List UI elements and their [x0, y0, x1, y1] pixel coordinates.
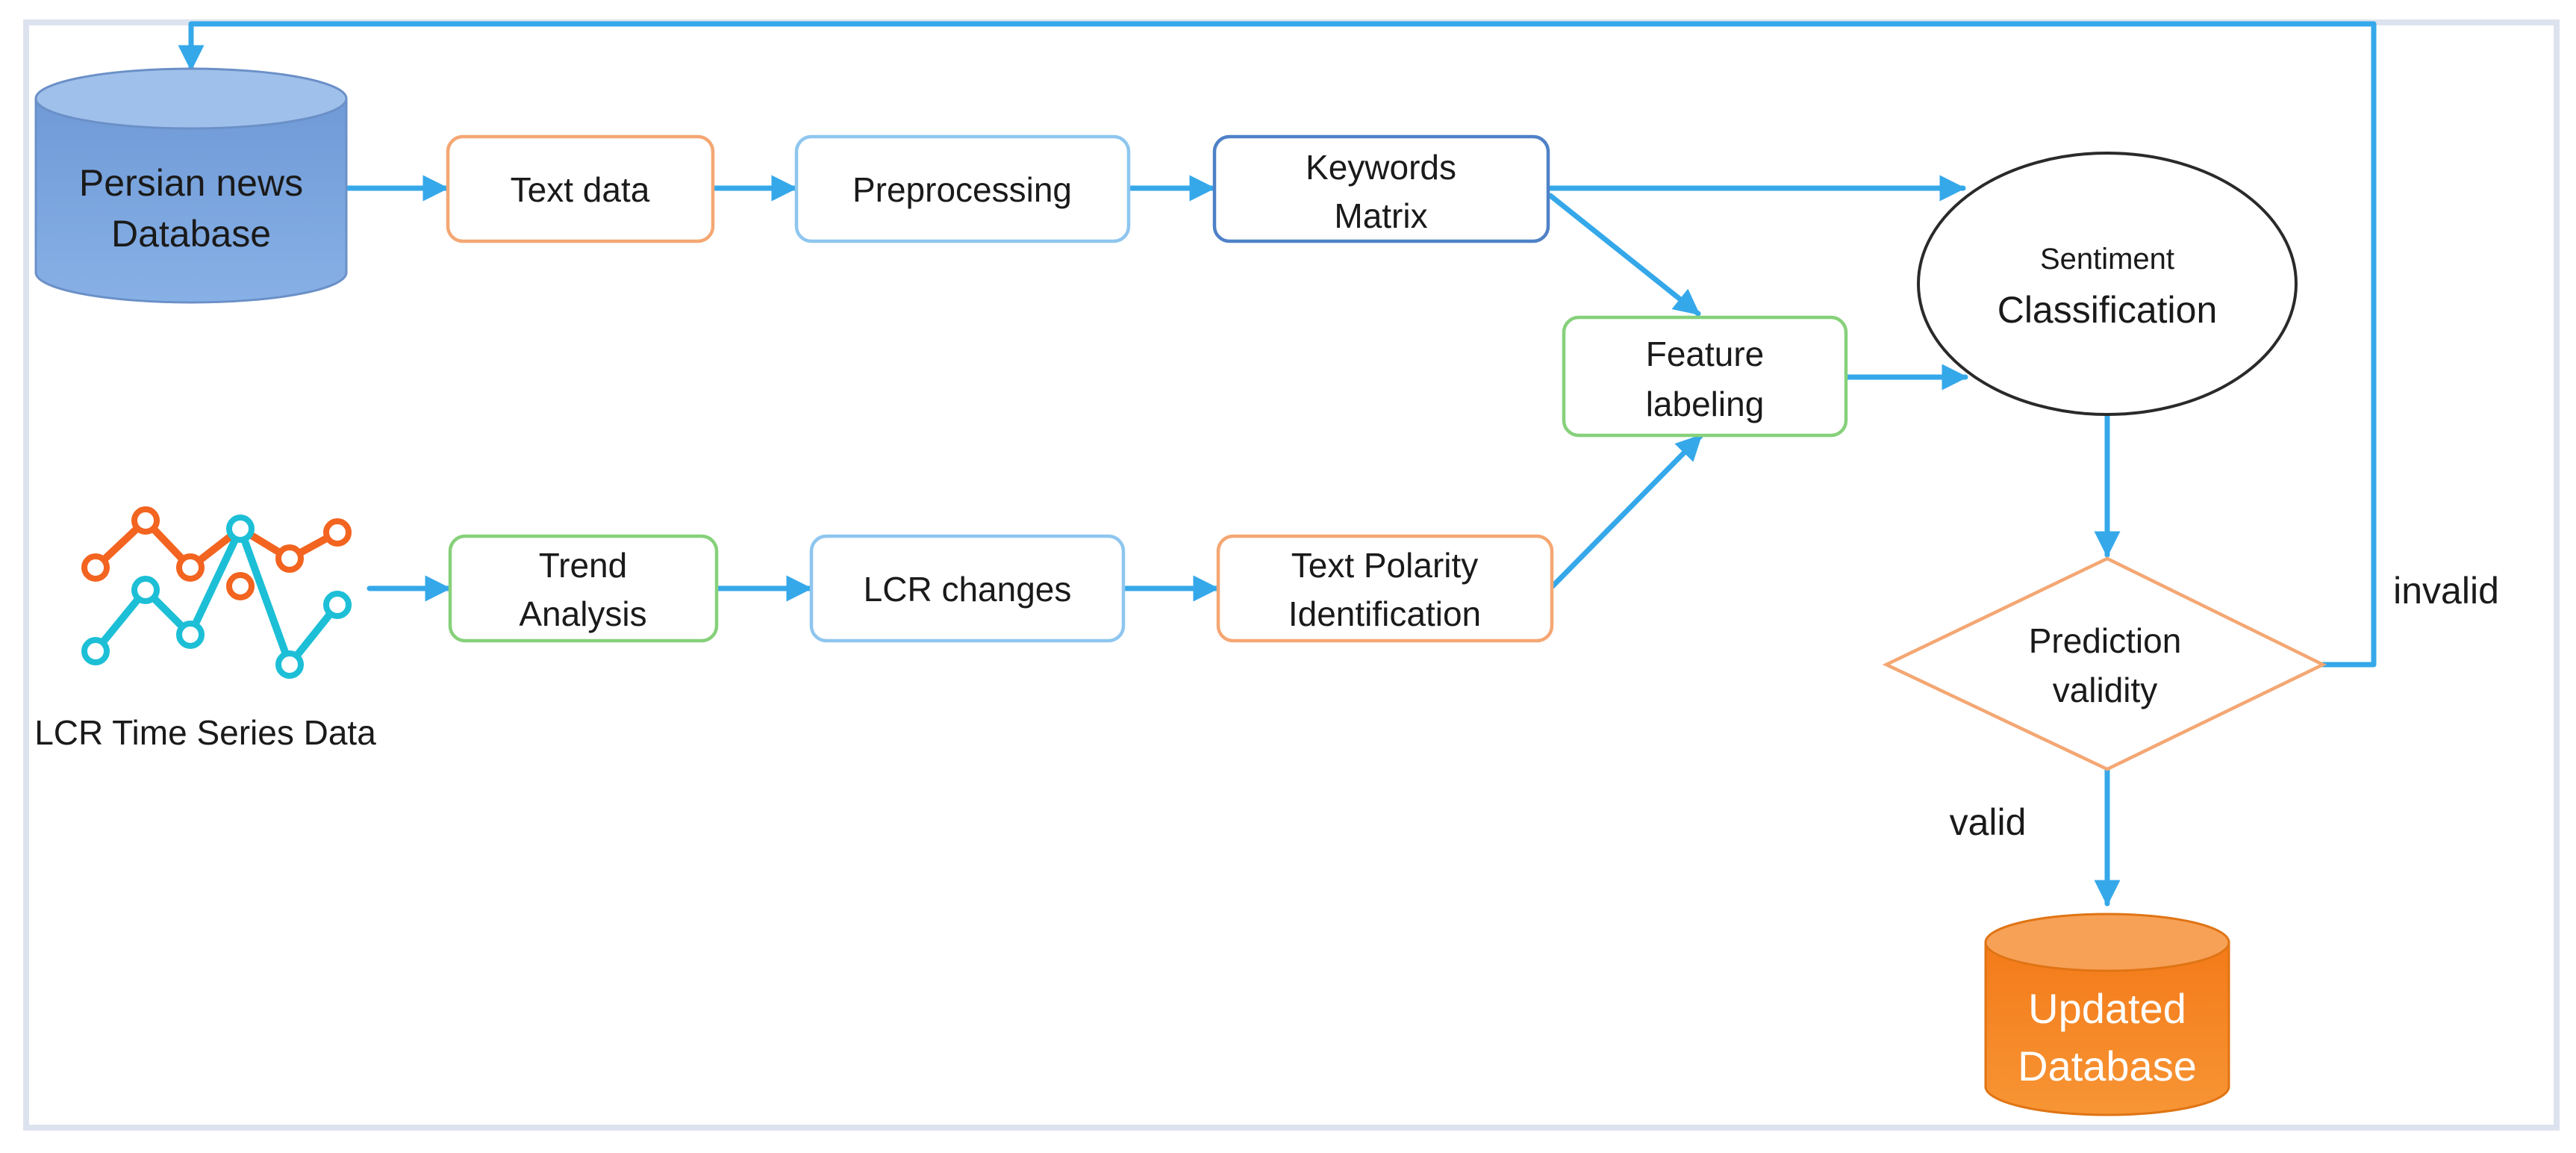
edge-label-valid: valid — [1950, 801, 2027, 843]
chart-point — [176, 553, 205, 582]
updated-database: Updated Database — [1984, 913, 2230, 1116]
chart-point — [226, 515, 255, 543]
chart-point — [81, 637, 110, 665]
feature-labeling-box — [1562, 315, 1848, 438]
trend-analysis-node: Trend Analysis — [448, 534, 719, 643]
persian-db-line1: Persian news — [79, 162, 303, 204]
trend-analysis-line2: Analysis — [519, 594, 646, 633]
text-data-box — [446, 134, 715, 243]
edges — [178, 21, 2377, 907]
preprocessing-node: Preprocessing — [794, 134, 1131, 243]
keywords-matrix-line2: Matrix — [1334, 196, 1427, 235]
text-polarity-box — [1216, 534, 1554, 643]
lcr-series-label: LCR Time Series Data — [34, 713, 376, 752]
trend-analysis-line1: Trend — [539, 546, 627, 585]
preprocessing-box — [794, 134, 1131, 243]
chart-point — [323, 591, 352, 619]
sentiment-classification-node: Sentiment Classification — [1917, 152, 2298, 416]
text-polarity-line2: Identification — [1288, 594, 1481, 633]
prediction-validity-diamond — [1882, 556, 2327, 771]
feature-labeling-line1: Feature — [1646, 335, 1765, 373]
updated-db-body — [1984, 941, 2230, 1116]
feature-labeling-line2: labeling — [1646, 385, 1765, 423]
chart-point — [275, 650, 304, 679]
sentiment-line2: Classification — [1998, 289, 2218, 331]
database-body — [34, 97, 348, 304]
prediction-validity-line1: Prediction — [2029, 621, 2182, 660]
chart-point — [131, 506, 160, 535]
sentiment-ellipse — [1917, 152, 2298, 416]
keywords-matrix-box — [1212, 134, 1550, 243]
chart-point — [81, 553, 110, 582]
updated-db-top — [1984, 913, 2230, 972]
updated-db-line1: Updated — [2028, 985, 2186, 1032]
chart-point — [323, 518, 352, 547]
lcr-changes-node: LCR changes — [809, 534, 1126, 643]
line-chart-icon — [81, 506, 352, 679]
text-polarity-node: Text Polarity Identification — [1216, 534, 1554, 643]
sentiment-line1: Sentiment — [2040, 243, 2174, 276]
lcr-changes-label: LCR changes — [864, 570, 1072, 609]
keywords-matrix-line1: Keywords — [1306, 148, 1456, 187]
chart-point — [226, 572, 255, 600]
trend-analysis-box — [448, 534, 719, 643]
lcr-changes-box — [809, 534, 1126, 643]
chart-point — [275, 544, 304, 573]
prediction-validity-line2: validity — [2053, 671, 2158, 709]
lcr-time-series-node: LCR Time Series Data — [34, 506, 376, 752]
prediction-validity-node: Prediction validity — [1882, 556, 2327, 771]
updated-db-line2: Database — [2018, 1042, 2197, 1090]
text-polarity-line1: Text Polarity — [1291, 546, 1479, 585]
edge-polarity-to-feature-labeling — [1550, 433, 1703, 589]
edge-label-invalid: invalid — [2393, 570, 2499, 612]
text-data-label: Text data — [511, 170, 650, 209]
text-data-node: Text data — [446, 134, 715, 243]
keywords-matrix-node: Keywords Matrix — [1212, 134, 1550, 243]
persian-db-line2: Database — [111, 213, 271, 255]
edge-keywords-to-feature-labeling — [1547, 193, 1701, 317]
preprocessing-label: Preprocessing — [852, 170, 1072, 209]
persian-news-database: Persian news Database — [34, 67, 348, 304]
edge-validity-invalid-feedback — [178, 21, 2377, 668]
chart-point — [176, 621, 205, 649]
chart-point — [131, 576, 160, 604]
database-top — [34, 67, 348, 130]
feature-labeling-node: Feature labeling — [1562, 315, 1848, 438]
